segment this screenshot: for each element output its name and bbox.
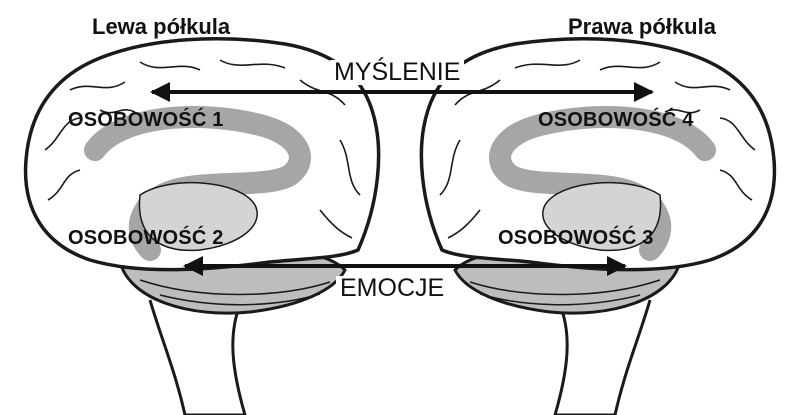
personality-3-label: OSOBOWOŚĆ 3	[498, 228, 654, 248]
right-hemisphere-title: Prawa półkula	[568, 16, 716, 38]
personality-4-label: OSOBOWOŚĆ 4	[538, 110, 694, 130]
left-brainstem	[150, 300, 245, 415]
personality-1-label: OSOBOWOŚĆ 1	[68, 110, 224, 130]
emotion-label: EMOCJE	[336, 276, 448, 301]
left-hemisphere-title: Lewa półkula	[92, 16, 230, 38]
right-brainstem	[555, 300, 650, 415]
thinking-label: MYŚLENIE	[330, 60, 464, 85]
personality-2-label: OSOBOWOŚĆ 2	[68, 228, 224, 248]
